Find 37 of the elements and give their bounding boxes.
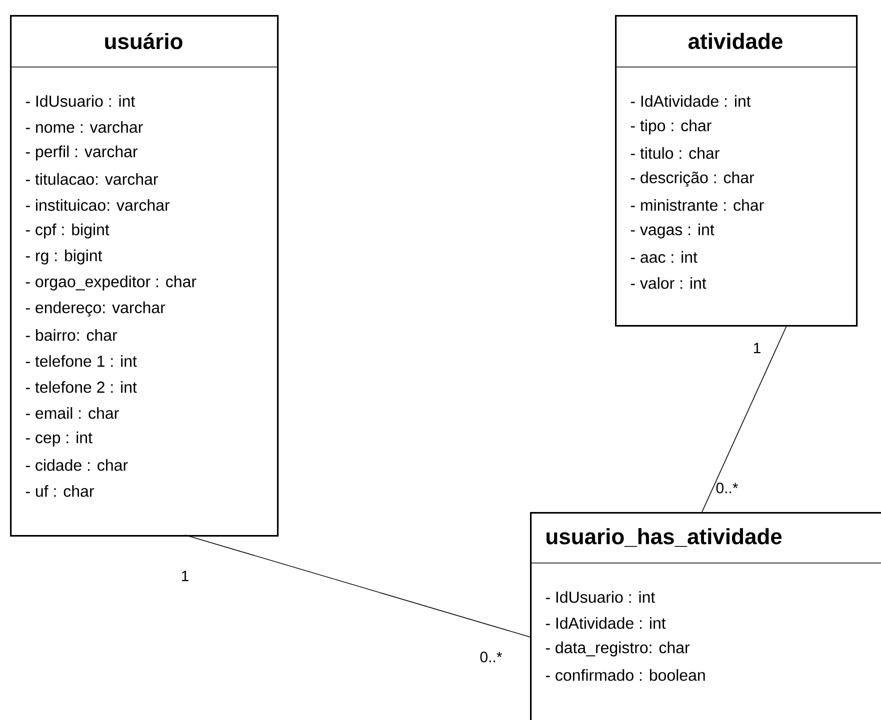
attribute: - confirmado : boolean — [546, 669, 705, 681]
class-name: atividade — [688, 32, 782, 50]
attribute: - cpf : bigint — [26, 224, 110, 238]
multiplicity-label: 0..* — [716, 482, 738, 494]
association-line — [702, 324, 788, 512]
attribute: - email : char — [26, 407, 119, 419]
attribute: - rg : bigint — [26, 250, 102, 264]
multiplicity-label: 1 — [182, 570, 188, 582]
attribute: - bairro: char — [26, 329, 118, 341]
association-line — [184, 534, 530, 638]
attribute: - descrição : char — [630, 172, 754, 186]
attribute: - IdAtividade : int — [546, 617, 666, 629]
attribute: - aac : int — [630, 251, 698, 263]
attribute: - endereço: varchar — [26, 302, 166, 316]
attribute: - IdUsuario : int — [546, 591, 656, 603]
attribute: - cep : int — [26, 432, 92, 446]
attribute: - cidade : char — [26, 459, 128, 471]
class-name: usuário — [105, 32, 182, 50]
attribute: - nome : varchar — [26, 121, 143, 133]
attribute: - titulacao: varchar — [26, 173, 158, 185]
multiplicity-label: 1 — [754, 342, 760, 354]
attribute: - tipo : char — [630, 120, 712, 134]
attribute: - titulo : char — [630, 147, 720, 159]
attribute: - orgao_expeditor : char — [26, 276, 196, 290]
attribute: - valor : int — [630, 277, 706, 289]
attribute: - uf : char — [26, 485, 94, 497]
attribute: - IdUsuario : int — [26, 95, 136, 107]
attribute: - data_registro: char — [546, 642, 690, 656]
attribute: - perfil : varchar — [26, 146, 138, 160]
multiplicity-label: 0..* — [480, 652, 502, 662]
attribute: - ministrante : char — [630, 199, 764, 211]
attribute: - telefone 2 : int — [26, 381, 137, 393]
attribute: - instituicao: varchar — [26, 199, 170, 211]
class-name: usuario_has_atividade — [546, 528, 782, 547]
attribute: - vagas : int — [630, 224, 714, 238]
attribute: - telefone 1 : int — [26, 355, 137, 367]
attribute: - IdAtividade : int — [630, 95, 751, 107]
